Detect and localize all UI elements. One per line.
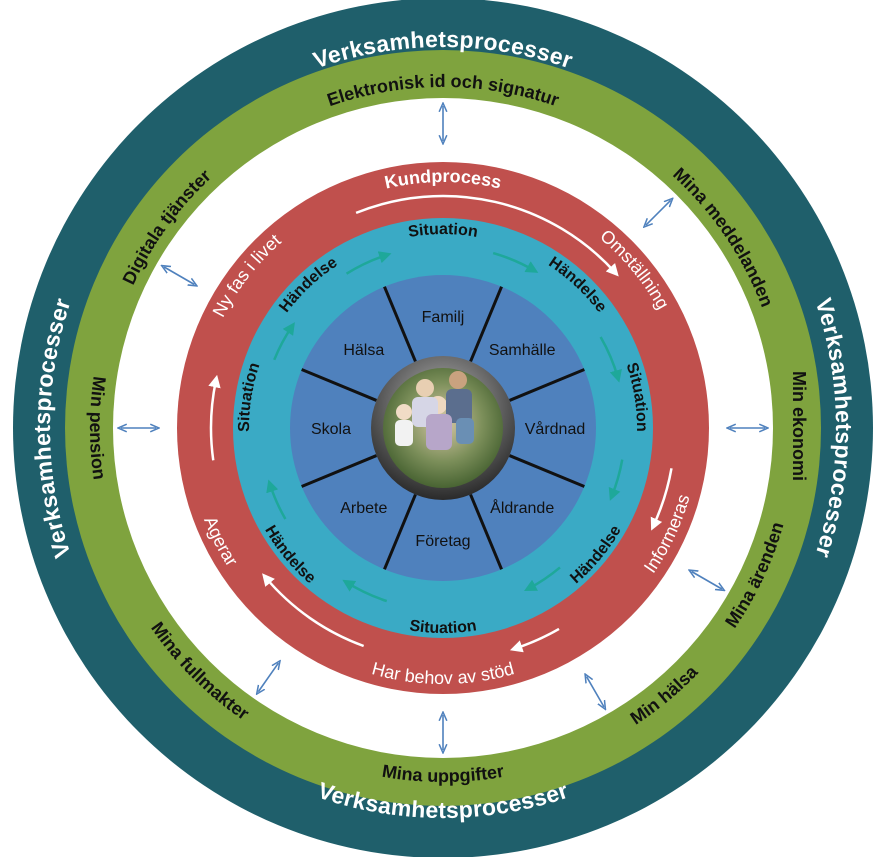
green-label-min-ekonomi: Min ekonomi: [789, 371, 809, 481]
sector-divider: [469, 286, 503, 363]
cycle-arrow: [524, 566, 561, 592]
sector-divider: [469, 493, 503, 570]
sector-divider: [508, 454, 585, 488]
sector-label: Åldrande: [490, 498, 554, 517]
connector-arrows: [121, 106, 765, 750]
double-headed-arrow-icon: [258, 663, 278, 692]
sector-dividers: [301, 286, 585, 570]
person-head-1: [416, 379, 434, 397]
person-body-4: [395, 420, 413, 446]
sector-label: Hälsa: [343, 342, 384, 359]
cycle-arrow: [273, 322, 295, 361]
cycle-arrow: [266, 479, 287, 520]
cycle-arrow: [599, 336, 622, 383]
cycle-arrow: [509, 627, 560, 653]
cyan-label-situation-bottom: Situation: [408, 617, 477, 637]
cycle-arrow: [492, 251, 539, 273]
sector-label: Skola: [311, 421, 351, 438]
double-headed-arrow-icon: [692, 572, 722, 590]
person-body-2: [446, 389, 472, 423]
sector-divider: [508, 368, 585, 402]
sector-divider: [301, 454, 378, 488]
double-headed-arrow-icon: [164, 267, 194, 285]
sector-label: Familj: [422, 309, 465, 326]
person-head-4: [396, 404, 412, 420]
cycle-arrow: [342, 579, 388, 603]
sector-divider: [383, 286, 417, 363]
family-photo: [371, 356, 515, 500]
cycle-arrow: [345, 251, 392, 275]
person-body-3: [426, 414, 452, 450]
double-headed-arrow-icon: [587, 677, 605, 707]
sector-label: Företag: [415, 533, 470, 550]
sector-label: Vårdnad: [525, 420, 586, 438]
green-label-min-pension: Min pension: [86, 375, 110, 481]
person-body-5: [456, 418, 474, 444]
cycle-arrow: [355, 194, 619, 277]
sector-divider: [301, 368, 378, 402]
person-head-2: [449, 371, 467, 389]
sector-divider: [383, 493, 417, 570]
cycle-arrow: [262, 573, 365, 648]
sector-label: Samhälle: [489, 342, 556, 359]
cycle-arrow: [650, 468, 673, 531]
cycle-arrow: [208, 374, 221, 461]
sector-label: Arbete: [340, 500, 387, 517]
cycle-arrow: [608, 459, 624, 501]
cycle-arrows: [208, 194, 673, 653]
double-headed-arrow-icon: [646, 200, 671, 225]
cyan-label-situation-top: Situation: [407, 221, 479, 241]
